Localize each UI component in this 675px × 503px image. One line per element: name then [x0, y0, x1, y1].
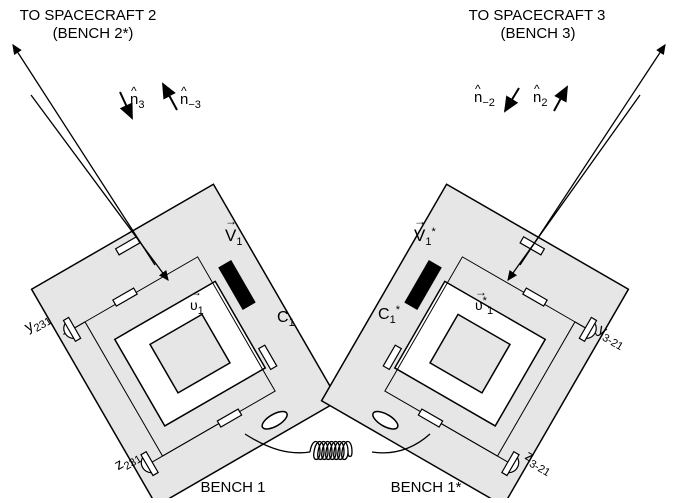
v1-star-label: V1* — [414, 215, 436, 248]
bench-1-star-optical-bench — [320, 183, 630, 503]
bench-1-star-label: BENCH 1* — [390, 479, 462, 496]
beam-in-from-spacecraft-3 — [507, 94, 641, 282]
bench-1-photodiode-left — [62, 316, 86, 343]
n-neg3-direction-arrow — [162, 82, 178, 111]
n2-direction-arrow — [553, 85, 568, 112]
bench-1-mirror-right — [257, 344, 278, 371]
bench-1-mirror-left — [112, 287, 138, 307]
bench-1-star-mirror-right — [522, 287, 548, 307]
bench-1-mirror-bottom — [216, 408, 243, 428]
n-neg2-label: n−2 — [474, 83, 495, 109]
beam-in-from-spacecraft-2 — [30, 94, 169, 282]
v1-label: V1 — [225, 215, 242, 248]
bench-1-fiber-coupler — [261, 410, 288, 430]
n3-label: n3 — [130, 85, 144, 111]
bench-1-label: BENCH 1 — [200, 479, 266, 496]
n2-label: n2 — [533, 83, 547, 109]
optical-fiber-link — [244, 433, 431, 461]
bench-2-star-label: (BENCH 2*) — [52, 25, 134, 42]
n3-direction-arrow — [119, 91, 133, 120]
bench-1-star-element-c1 — [404, 260, 442, 310]
bench-3-label: (BENCH 3) — [500, 25, 576, 42]
to-spacecraft-3-label: TO SPACECRAFT 3 — [468, 7, 606, 24]
c1-star-label: C1* — [378, 304, 400, 326]
n-neg2-direction-arrow — [503, 87, 520, 113]
to-spacecraft-2-label: TO SPACECRAFT 2 — [19, 7, 157, 24]
bench-1-star-mirror-left — [382, 344, 403, 371]
bench-1-photodiode-bottom — [140, 423, 220, 477]
bench-1-element-c1 — [218, 260, 256, 310]
bench-1-star-fiber-coupler — [372, 410, 399, 430]
v1-small-label: υ1 — [190, 286, 204, 317]
c1-label: C1 — [277, 309, 295, 329]
v1-small-star-label: υ*1 — [475, 286, 493, 317]
n-neg3-label: n−3 — [180, 85, 201, 111]
beam-out-to-spacecraft-2 — [12, 43, 156, 266]
bench-1-star-proof-mass — [428, 313, 512, 394]
bench-1-optical-bench — [30, 183, 340, 503]
bench-1-star-mirror-bottom — [417, 408, 444, 428]
fiber-coil — [309, 440, 353, 461]
bench-1-star-photodiode-bottom — [440, 423, 520, 477]
bench-1-proof-mass — [148, 313, 232, 394]
bench-1-star-photodiode-right — [574, 316, 598, 343]
